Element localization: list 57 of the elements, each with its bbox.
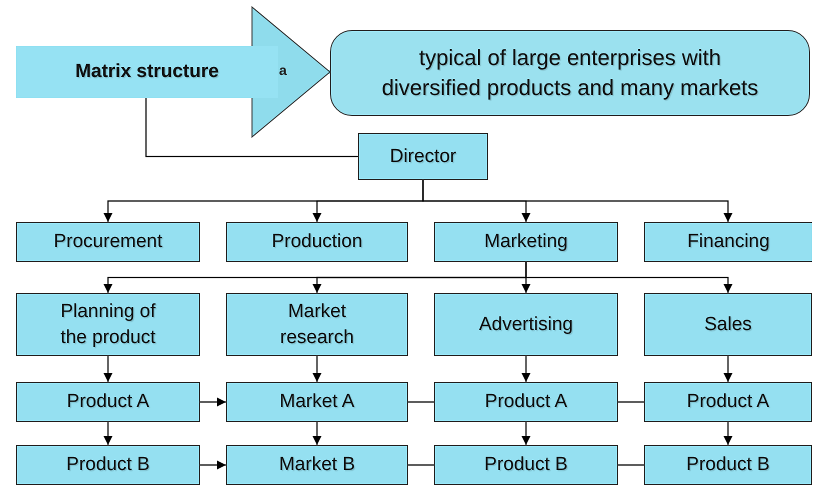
node-label: Market A [280, 390, 354, 414]
node-label: Product B [686, 453, 770, 478]
process-box [434, 445, 618, 485]
node-label: Product A [686, 390, 770, 414]
node-label: Planning of the product [59, 300, 157, 350]
connector-line [618, 401, 644, 403]
title-band [16, 46, 278, 98]
node-label: Product B [66, 453, 150, 478]
arrow [104, 356, 112, 382]
node-label: Director [390, 144, 456, 169]
arrow [522, 422, 530, 445]
process-box [226, 293, 408, 356]
arrow [104, 422, 112, 445]
process-box [16, 382, 200, 422]
arrow [522, 356, 530, 382]
node-label: Marketing [484, 230, 568, 254]
process-box [644, 382, 812, 422]
connector-line [408, 464, 434, 466]
process-box [226, 382, 408, 422]
arrow [724, 422, 732, 445]
chevron-arrow [252, 6, 330, 138]
node-label: Procurement [54, 230, 162, 254]
arrow [525, 262, 732, 293]
node-label: Market B [278, 453, 356, 478]
node-label: Financing [687, 230, 770, 254]
process-box [16, 222, 200, 262]
arrow [312, 422, 322, 445]
node-label: Advertising [479, 312, 573, 337]
node-label: typical of large enterprises with diversified products and many markets [380, 44, 760, 102]
node-label: Product A [66, 390, 150, 414]
process-box [644, 445, 812, 485]
connector-line [145, 98, 358, 158]
node-label: Product B [484, 453, 568, 478]
rounded-box [330, 30, 810, 116]
arrow [200, 460, 226, 470]
process-box [16, 293, 200, 356]
node-label: Production [272, 230, 362, 254]
node-label: Market research [279, 300, 355, 350]
process-box [434, 293, 618, 356]
connector-line [618, 464, 644, 466]
process-box [434, 382, 618, 422]
process-box [226, 222, 408, 262]
arrow [724, 356, 732, 382]
node-label: Sales [704, 312, 752, 337]
process-box [358, 133, 488, 180]
process-box [226, 445, 408, 485]
arrow [312, 356, 322, 382]
process-box [434, 222, 618, 262]
node-label: Product A [484, 390, 568, 414]
arrow [200, 398, 226, 406]
text-fragment: a [279, 62, 287, 78]
process-box [644, 222, 812, 262]
title-text: Matrix structure [75, 60, 219, 84]
process-box [16, 445, 200, 485]
process-box [644, 293, 812, 356]
arrow [422, 180, 732, 222]
connector-line [408, 401, 434, 403]
